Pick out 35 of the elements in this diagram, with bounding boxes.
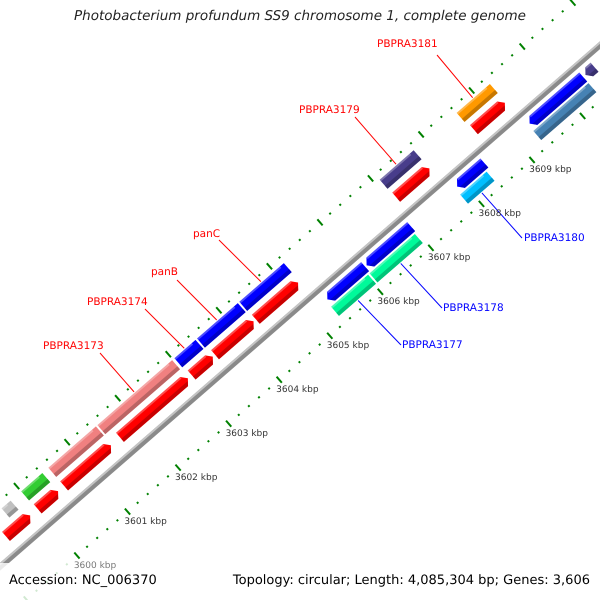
gene-label: PBPRA3177 xyxy=(402,339,463,352)
leader-line xyxy=(218,240,262,282)
leader-line xyxy=(358,300,402,346)
leader-line xyxy=(100,352,135,392)
gene-label: PBPRA3178 xyxy=(443,302,504,314)
scale-label: 3603 kbp xyxy=(226,428,268,439)
gene-block xyxy=(585,62,598,76)
scale-label: 3605 kbp xyxy=(326,340,370,352)
leader-line xyxy=(400,262,442,308)
leader-line xyxy=(176,280,218,321)
scale-label: 3607 kbp xyxy=(428,252,470,264)
scale-label: 3601 kbp xyxy=(124,516,167,527)
scale-label: 3604 kbp xyxy=(276,384,319,396)
gene-block xyxy=(2,500,18,518)
scale-label: 3608 kbp xyxy=(478,208,521,220)
gene-block xyxy=(2,514,30,541)
title: Photobacterium profundum SS9 chromosome 1, complete genome xyxy=(73,9,527,25)
gene-label: panB xyxy=(151,266,178,278)
gene-label: PBPRA3180 xyxy=(524,232,585,244)
gene-block xyxy=(188,355,213,380)
scale-label: 3609 kbp xyxy=(529,164,572,176)
scale-label: 3606 kbp xyxy=(377,296,420,308)
genome-info-text: Topology: circular; Length: 4,085,304 bp; Genes: 3,606 xyxy=(232,574,590,589)
gene-label: PBPRA3173 xyxy=(43,340,104,352)
accession-text: Accession: NC_006370 xyxy=(9,574,157,589)
gene-block xyxy=(34,490,58,514)
gene-label: PBPRA3181 xyxy=(377,38,438,50)
leader-line xyxy=(481,192,522,238)
gene-block xyxy=(470,101,506,134)
gene-label: panC xyxy=(193,228,220,240)
scale-label: 3600 kbp xyxy=(74,560,116,571)
scale-label: 3602 kbp xyxy=(175,472,218,483)
gene-label: PBPRA3179 xyxy=(299,104,360,116)
leader-line xyxy=(436,54,474,98)
gene-label: PBPRA3174 xyxy=(87,296,148,308)
